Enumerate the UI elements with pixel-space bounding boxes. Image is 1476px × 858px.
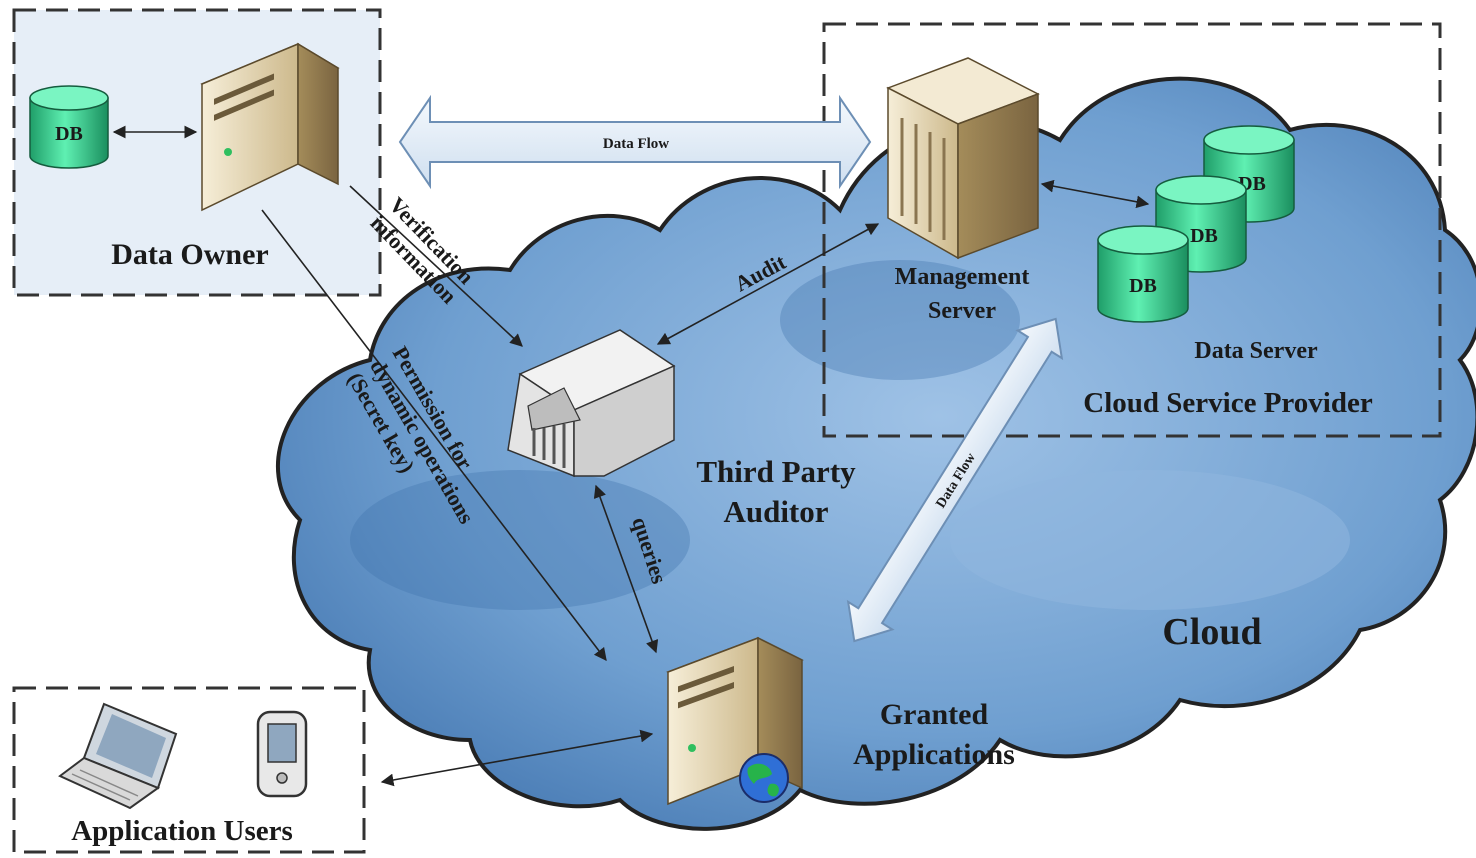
cloud-label: Cloud (1162, 611, 1261, 653)
users-apps-link (380, 729, 654, 787)
application-users-label: Application Users (71, 815, 293, 847)
svg-text:DB: DB (55, 123, 83, 145)
third-party-auditor-icon (507, 329, 676, 478)
mgmt-dataserver-link (1040, 179, 1150, 209)
svg-text:DB: DB (1129, 275, 1157, 297)
management-server-icon (886, 57, 1040, 260)
data-owner-db-icon: DB (29, 85, 109, 169)
data-owner-server-icon (200, 42, 340, 212)
queries-link (593, 484, 659, 654)
mobile-phone-icon (256, 710, 308, 798)
data-server-db-icon-3: DB (1097, 225, 1189, 323)
data-server-label: Data Server (1194, 338, 1318, 364)
svg-text:DB: DB (1190, 225, 1218, 247)
audit-link (656, 223, 880, 345)
laptop-icon (58, 702, 178, 810)
data-flow-top-label: Data Flow (603, 136, 669, 152)
cloud-service-provider-label: Cloud Service Provider (1083, 387, 1373, 419)
data-flow-arrow-top (398, 94, 872, 190)
cloud-service-provider-box (822, 22, 1442, 438)
verification-link (349, 185, 523, 347)
permission-link (261, 209, 607, 662)
data-flow-arrow-diagonal: Data Flow (846, 317, 1064, 643)
globe-icon (739, 753, 789, 803)
connector-lines (112, 125, 1150, 787)
data-owner-label: Data Owner (111, 238, 268, 271)
